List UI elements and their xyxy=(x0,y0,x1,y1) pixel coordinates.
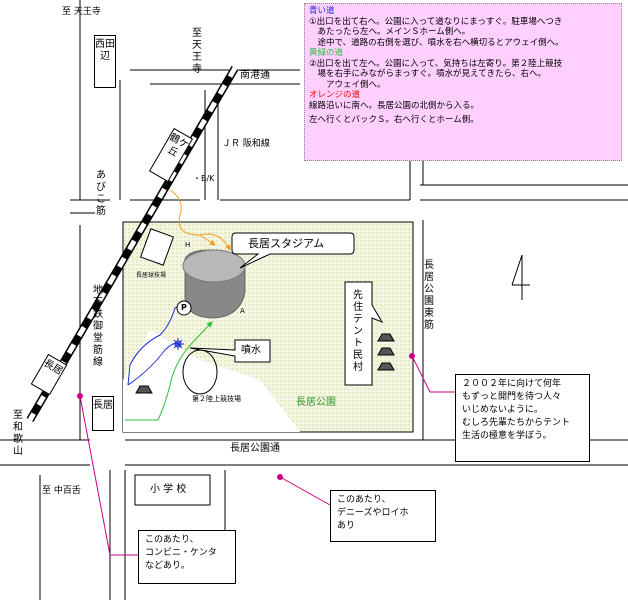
dennys-note: このあたり、 デニーズやロイホ あり xyxy=(330,490,436,542)
tent-note-line-5: 生活の極意を学ぼう。 xyxy=(462,431,552,441)
road-nagai-koen-dori: 長居公園通 xyxy=(230,443,280,454)
tent-note-line-4: むしろ先輩たちからテント xyxy=(462,418,571,428)
school-building xyxy=(134,474,211,506)
station-nagai-subway: 長居 xyxy=(92,396,114,431)
tent-note-line-1: ２００２年に向けて何年 xyxy=(462,379,562,389)
legend-orange-line-1: 線路沿いに南へ。長居公園の北側から入る。 xyxy=(309,100,480,111)
h-label: H xyxy=(185,241,191,249)
legend-orange-line-2: 左へ行くとバックＳ。右へ行くとホーム側。 xyxy=(309,115,479,125)
green-route xyxy=(125,321,213,421)
orange-route xyxy=(169,189,216,246)
tent-note-line-3: いじめないように。 xyxy=(462,405,543,415)
road-abikosuji: あびこ筋 xyxy=(96,170,106,217)
to-nakamozu: 至 中百舌 xyxy=(42,486,81,496)
stadium-callout xyxy=(231,232,355,269)
fountain-icon xyxy=(172,338,184,350)
tent-icons xyxy=(135,333,395,394)
legend-green-title: 黄緑の道 xyxy=(309,48,344,58)
road-nagai-koen-higashi: 長居公園東筋 xyxy=(424,260,434,331)
to-tennoji-vertical: 至 天王寺 xyxy=(192,28,202,75)
legend-blue-line-3: 途中で、道路の右側を選び、噴水を右へ横切るとアウェイ側へ。 xyxy=(309,37,564,48)
pointer-lines xyxy=(79,355,455,556)
bk-label: ・B/K xyxy=(193,174,215,183)
stadium-shape xyxy=(182,249,246,319)
to-wakayama: 至和歌山 xyxy=(13,410,23,457)
second-track-label: 第２陸上競技場 xyxy=(192,395,241,403)
tent-note: ２００２年に向けて何年 もずっと開門を待つ人々 いじめないように。 むしろ先輩た… xyxy=(455,374,590,462)
legend-blue-title: 青い道 xyxy=(309,6,335,16)
jr-railway xyxy=(26,65,239,423)
combini-note-line-3: などあり。 xyxy=(145,561,190,571)
park-label: 長居公園 xyxy=(296,397,336,408)
fountain-label: 噴水 xyxy=(241,345,261,356)
legend-green-line-3: アウェイ側へ。 xyxy=(309,79,386,90)
to-tennoji-top: 至 天王寺 xyxy=(62,7,101,17)
blue-route-2 xyxy=(127,342,181,386)
station-nishitanabe: 西田辺 xyxy=(94,35,116,88)
combini-note-line-2: コンビニ・ケンタ xyxy=(145,548,217,558)
ball-field-label: 長居球技場 xyxy=(136,272,167,279)
legend-green-line-2: 場を右手にみながらまっすぐ。噴水が見えてきたら、右へ。 xyxy=(309,69,546,79)
legend-green-line-1: ②出口を出て左へ。公園に入って、気持ちは左寄り。第２陸上競技 xyxy=(309,58,563,69)
dennys-note-line-1: このあたり、 xyxy=(337,495,391,505)
building-h xyxy=(139,228,175,266)
tent-village-label: 先住テント民村 xyxy=(353,290,363,373)
parking-label: P xyxy=(181,303,187,312)
dennys-note-line-3: あり xyxy=(337,521,356,531)
school-label: 小 学 校 xyxy=(150,484,187,495)
tent-note-line-2: もずっと開門を待つ人々 xyxy=(462,392,562,402)
a-label: A xyxy=(240,307,245,315)
parking-circle xyxy=(176,300,192,316)
dennys-note-line-2: デニーズやロイホ xyxy=(337,508,409,518)
tent-callout xyxy=(344,281,384,386)
blue-route xyxy=(127,302,186,386)
orange-route-2 xyxy=(199,233,231,251)
route-legend: 青い道 ①出口を出て右へ。公園に入って道なりにまっすぐ。駐車場へつき あたったら… xyxy=(304,3,622,161)
combini-note: このあたり、 コンビニ・ケンタ などあり。 xyxy=(138,530,236,584)
fountain-callout xyxy=(189,339,271,363)
legend-blue-line-1: ①出口を出て右へ。公園に入って道なりにまっすぐ。駐車場へつき xyxy=(309,16,563,27)
road-subway-midosuji: 地下鉄御堂筋線 xyxy=(93,285,103,368)
combini-note-line-1: このあたり、 xyxy=(145,535,199,545)
road-nankodori: 南港通 xyxy=(240,70,270,81)
legend-orange-title: オレンジの道 xyxy=(309,90,361,100)
stadium-label: 長居スタジアム xyxy=(248,237,325,250)
legend-blue-line-2: あたったら左へ。メインＳホーム側へ。 xyxy=(309,27,471,37)
road-jr-hanwa: ＪＲ 阪和線 xyxy=(222,139,270,149)
north-arrow-icon xyxy=(511,254,530,300)
